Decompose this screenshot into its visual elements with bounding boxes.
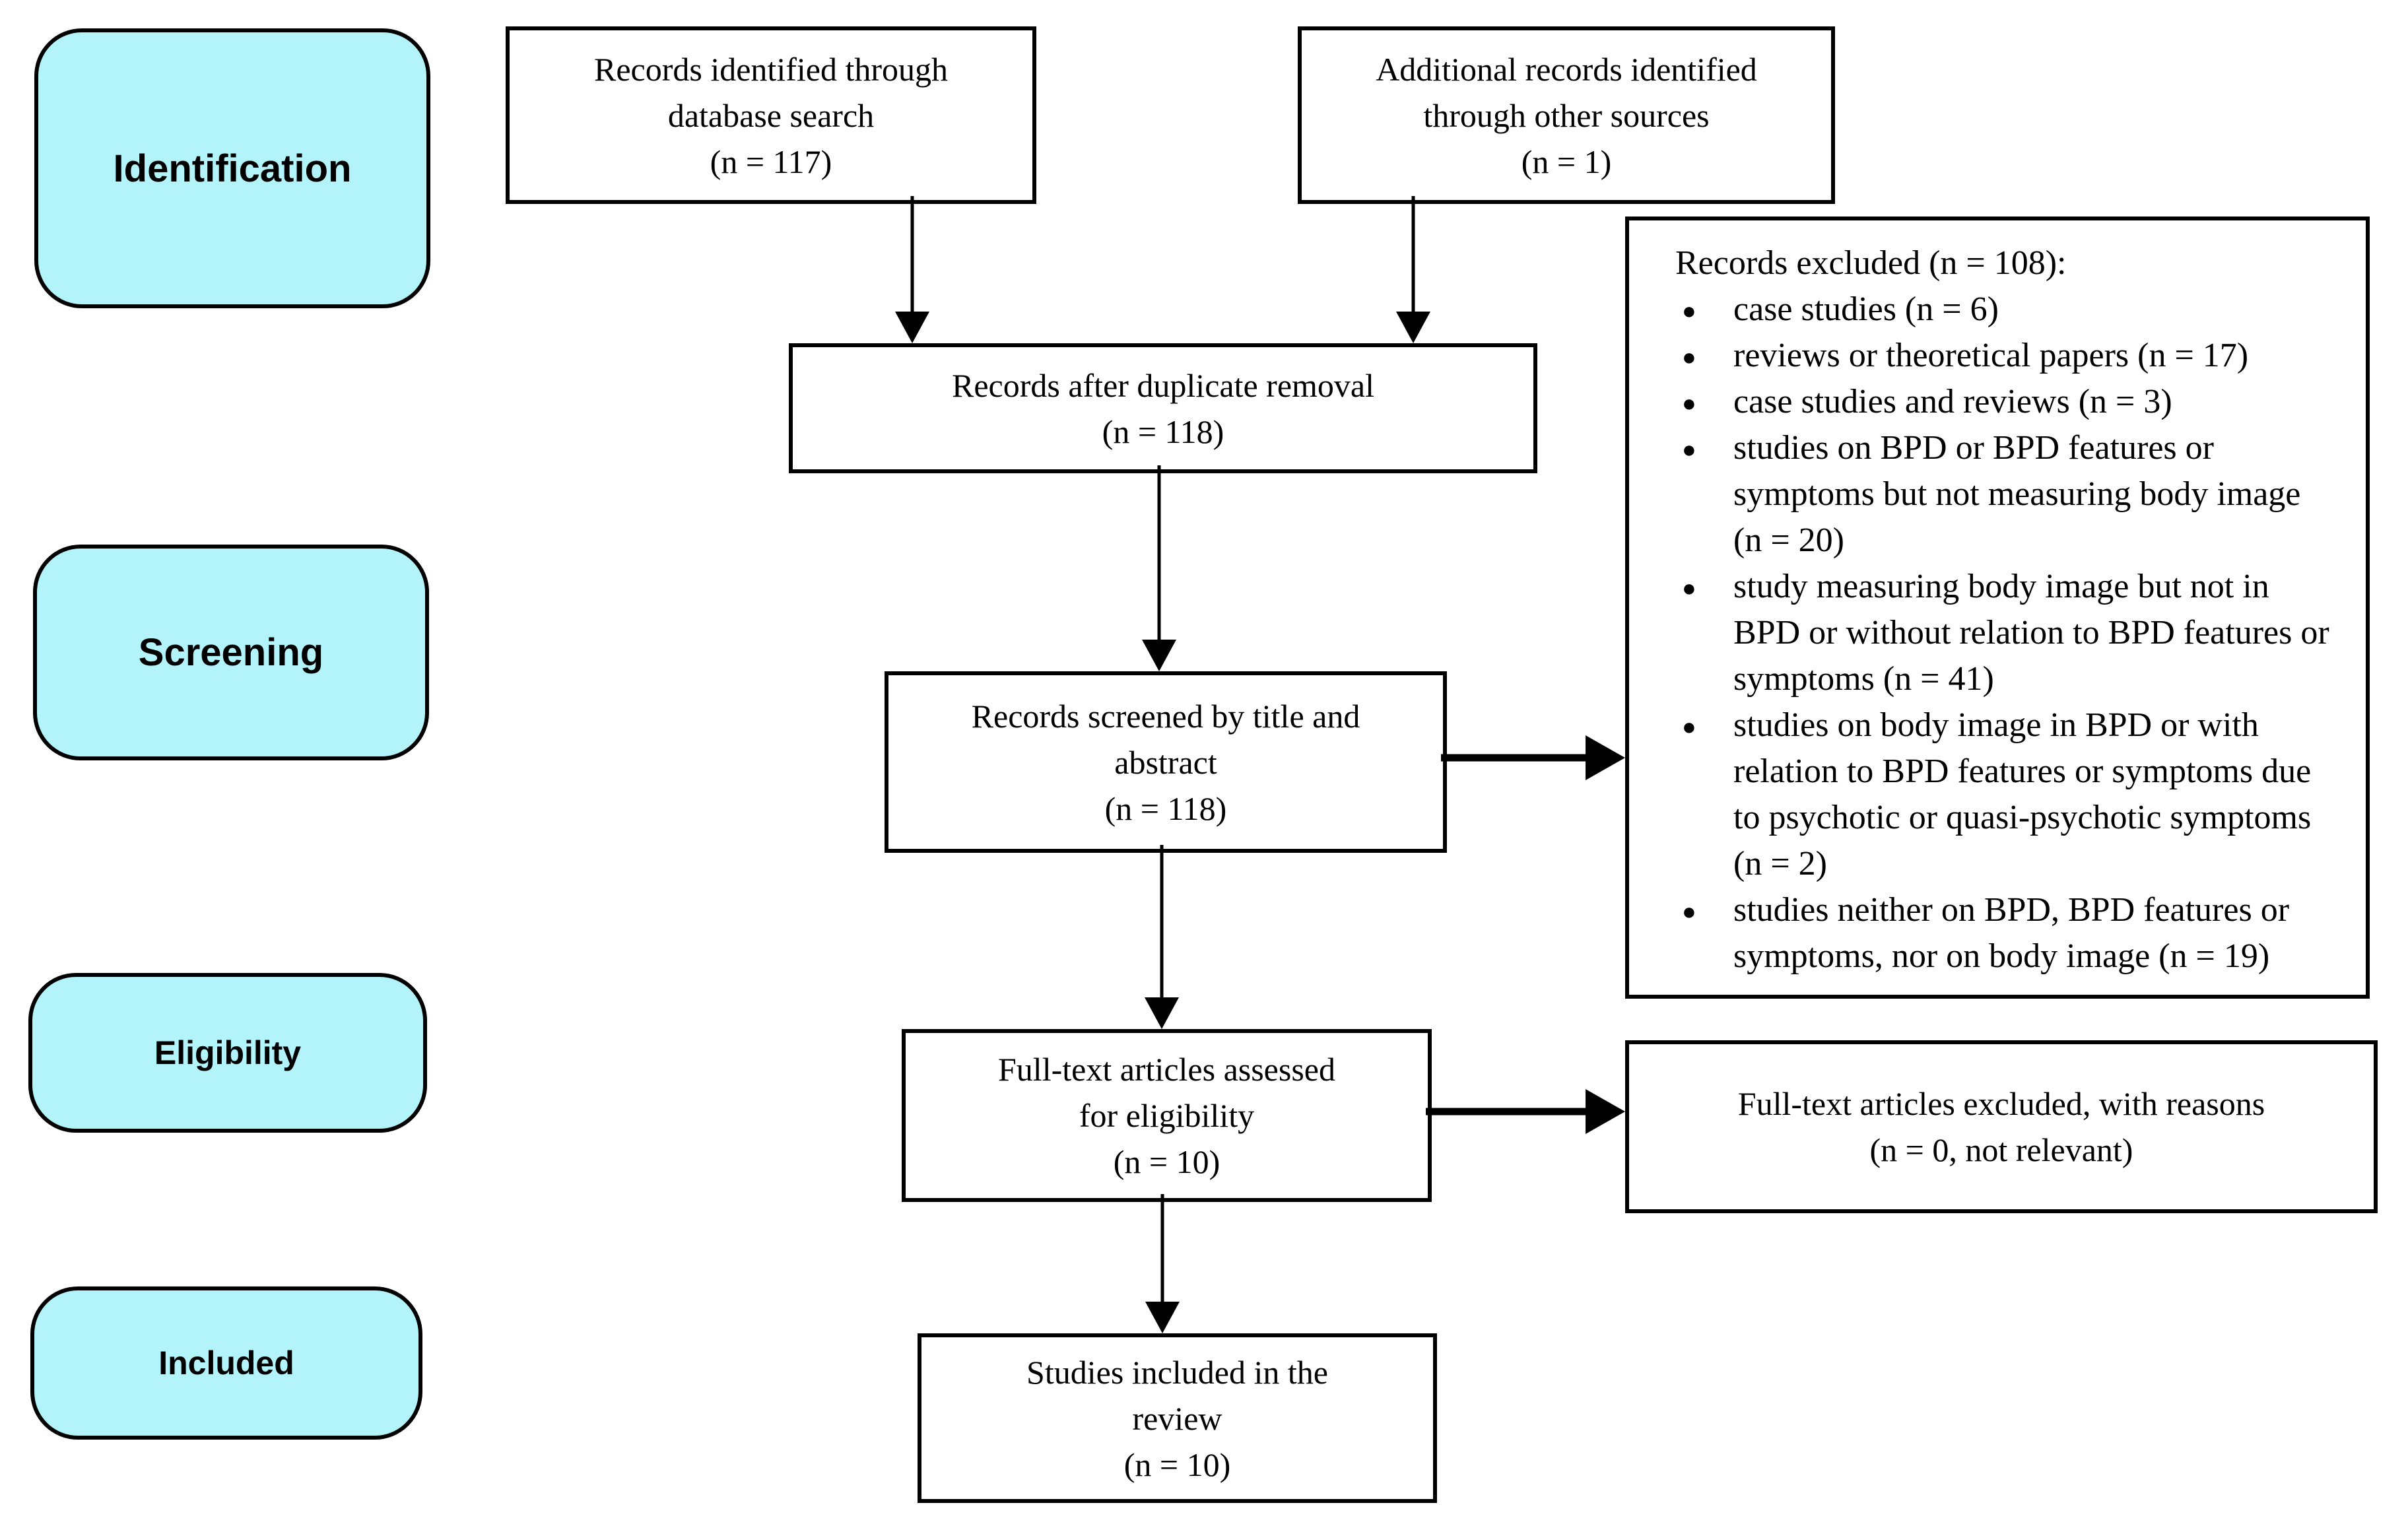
- box-after-duplicate-removal-text: Records after duplicate removal (n = 118…: [952, 366, 1374, 450]
- excluded-header: Records excluded (n = 108):: [1675, 244, 2067, 282]
- excluded-reason-item: study measuring body image but not in BP…: [1629, 564, 2337, 702]
- arrow-shaft: [1411, 196, 1415, 314]
- excluded-reason-item: studies on body image in BPD or with rel…: [1629, 702, 2337, 887]
- arrow-shaft: [910, 196, 914, 314]
- box-fulltext-assessed-text: Full-text articles assessed for eligibil…: [998, 1051, 1335, 1180]
- box-records-screened-text: Records screened by title and abstract (…: [971, 697, 1360, 827]
- arrow-assessed-to-included: [1145, 1194, 1180, 1333]
- stage-eligibility-label: Eligibility: [154, 1034, 302, 1071]
- box-fulltext-excluded: Full-text articles excluded, with reason…: [1625, 1040, 2378, 1213]
- stage-included: Included: [30, 1286, 422, 1440]
- excluded-reason-item: reviews or theoretical papers (n = 17): [1629, 333, 2337, 380]
- arrowhead-down-icon: [1145, 997, 1179, 1029]
- arrow-additional-to-dedup: [1396, 196, 1430, 343]
- excluded-reason-item: studies on BPD or BPD features or sympto…: [1629, 425, 2337, 564]
- arrowhead-down-icon: [1142, 640, 1176, 671]
- box-additional-records: Additional records identified through ot…: [1298, 26, 1835, 204]
- arrowhead-right-icon: [1586, 735, 1625, 780]
- stage-identification: Identification: [34, 28, 430, 308]
- arrow-shaft: [1426, 1108, 1588, 1116]
- arrow-assessed-to-fulltext-excluded: [1426, 1089, 1625, 1134]
- stage-included-label: Included: [158, 1345, 294, 1382]
- excluded-reason-item: case studies (n = 6): [1629, 286, 2337, 334]
- stage-identification-label: Identification: [113, 147, 352, 190]
- arrowhead-right-icon: [1586, 1089, 1625, 1134]
- box-records-screened: Records screened by title and abstract (…: [885, 671, 1447, 853]
- stage-screening: Screening: [33, 545, 429, 760]
- arrow-shaft: [1157, 465, 1161, 642]
- arrow-identified-to-dedup: [895, 196, 929, 343]
- box-records-excluded: Records excluded (n = 108): case studies…: [1625, 217, 2370, 999]
- box-additional-records-text: Additional records identified through ot…: [1376, 50, 1757, 180]
- stage-screening-label: Screening: [138, 631, 324, 674]
- excluded-reason-item: studies neither on BPD, BPD features or …: [1629, 887, 2337, 980]
- excluded-reason-item: case studies and reviews (n = 3): [1629, 379, 2337, 426]
- arrow-screened-to-assessed: [1145, 845, 1179, 1029]
- box-records-identified: Records identified through database sear…: [506, 26, 1036, 204]
- arrow-shaft: [1160, 1194, 1164, 1304]
- arrow-shaft: [1160, 845, 1164, 1000]
- box-fulltext-excluded-text: Full-text articles excluded, with reason…: [1737, 1085, 2265, 1168]
- arrow-shaft: [1441, 754, 1588, 762]
- arrow-dedup-to-screened: [1142, 465, 1176, 671]
- box-studies-included-text: Studies included in the review (n = 10): [1026, 1353, 1328, 1483]
- arrowhead-down-icon: [1396, 312, 1430, 343]
- stage-eligibility: Eligibility: [28, 973, 427, 1133]
- box-after-duplicate-removal: Records after duplicate removal (n = 118…: [789, 343, 1537, 473]
- excluded-reason-list: case studies (n = 6) reviews or theoreti…: [1629, 286, 2366, 980]
- arrowhead-down-icon: [1145, 1302, 1180, 1333]
- box-studies-included: Studies included in the review (n = 10): [918, 1333, 1437, 1503]
- box-records-identified-text: Records identified through database sear…: [594, 50, 948, 180]
- arrow-screened-to-excluded: [1441, 735, 1625, 780]
- box-fulltext-assessed: Full-text articles assessed for eligibil…: [902, 1029, 1432, 1202]
- arrowhead-down-icon: [895, 312, 929, 343]
